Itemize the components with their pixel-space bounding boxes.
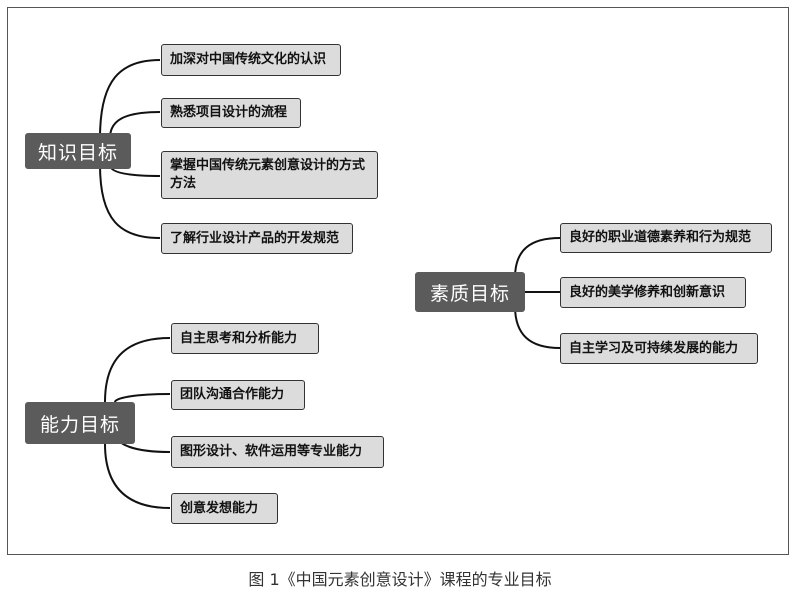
- leaf-ability-4: 创意发想能力: [171, 493, 278, 524]
- leaf-ability-1: 自主思考和分析能力: [171, 323, 319, 354]
- leaf-quality-1: 良好的职业道德素养和行为规范: [560, 223, 772, 253]
- leaf-knowledge-4: 了解行业设计产品的开发规范: [161, 223, 353, 254]
- leaf-knowledge-1: 加深对中国传统文化的认识: [161, 44, 341, 76]
- leaf-knowledge-2: 熟悉项目设计的流程: [161, 98, 301, 128]
- node-ability-goals: 能力目标: [25, 402, 135, 444]
- connector-ability-1: [104, 337, 171, 403]
- node-knowledge-goals: 知识目标: [25, 133, 131, 169]
- connector-quality-3: [514, 305, 561, 349]
- leaf-ability-2: 团队沟通合作能力: [171, 380, 305, 410]
- node-quality-goals: 素质目标: [415, 272, 525, 312]
- leaf-knowledge-3: 掌握中国传统元素创意设计的方式方法: [161, 151, 378, 199]
- leaf-quality-2: 良好的美学修养和创新意识: [560, 277, 746, 308]
- connector-knowledge-4: [99, 164, 161, 239]
- connector-quality-1: [514, 237, 561, 279]
- connector-knowledge-1: [99, 59, 161, 139]
- leaf-ability-3: 图形设计、软件运用等专业能力: [171, 436, 384, 468]
- figure-caption: 图 1《中国元素创意设计》课程的专业目标: [248, 570, 552, 589]
- connector-ability-4: [104, 443, 171, 509]
- connector-ability-2: [114, 393, 171, 403]
- leaf-quality-3: 自主学习及可持续发展的能力: [560, 333, 758, 364]
